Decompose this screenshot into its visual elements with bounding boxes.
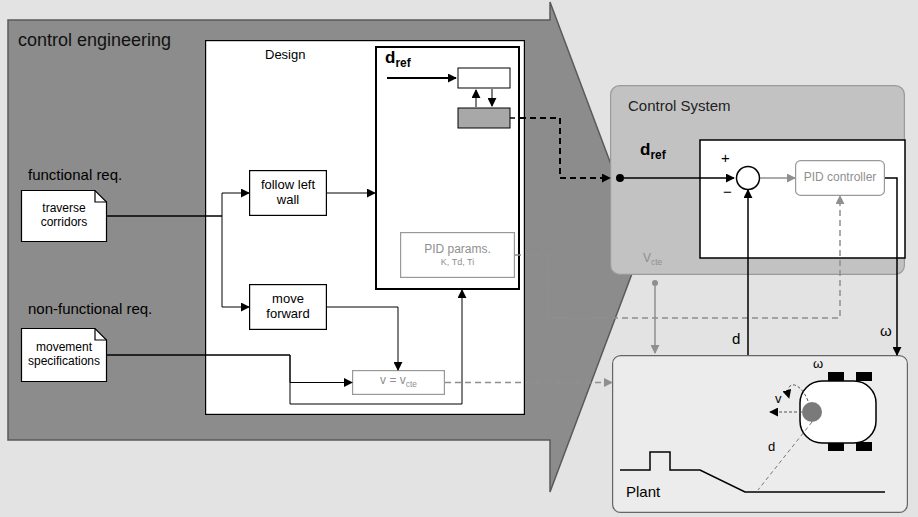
control-system-panel: +−PID controllerControl System: [610, 85, 905, 275]
wheel: [856, 372, 872, 381]
box-outline: [376, 47, 519, 289]
connector: [445, 382, 612, 384]
node-text: v = vcte: [380, 374, 417, 390]
node-text: PID controller: [804, 171, 877, 185]
wheel: [828, 372, 844, 381]
text-area: PID controller: [799, 164, 881, 192]
text-part: v = v: [380, 373, 406, 387]
connector: [327, 193, 375, 194]
summing-junction-shape: [736, 166, 760, 190]
node-text: Design: [265, 48, 305, 63]
speed-box: v = vcte: [352, 370, 445, 395]
rotation-label: ω: [813, 357, 823, 372]
box-outline: [613, 356, 908, 513]
subscript: ref: [650, 148, 665, 162]
controller-design-box: PID params.K, Td, Ti dref: [375, 46, 520, 290]
text-area: movement specifications: [25, 332, 103, 378]
speed-wire: [654, 286, 656, 353]
requirement-heading: functional req.: [28, 166, 122, 183]
connector: [760, 177, 795, 179]
document-fold: [95, 191, 107, 203]
summing-junction: +−: [736, 166, 760, 190]
distance-line: [758, 422, 812, 490]
node-text: traverse corridors: [25, 202, 103, 230]
transition-arrow: [492, 89, 493, 106]
node-text: dref: [385, 48, 411, 71]
document-fold: [95, 329, 107, 341]
box-outline: [353, 371, 445, 395]
velocity-arrow: [770, 412, 802, 413]
state-box: [458, 68, 510, 88]
node-text: Control System: [628, 97, 731, 114]
text-part: V: [643, 251, 651, 265]
requirement-document: traverse corridors: [21, 190, 107, 242]
connector: [747, 190, 749, 355]
node-text: control engineering: [18, 30, 171, 51]
engineering-band: follow left wall move forward PID params.K…: [0, 0, 650, 495]
controller-box: PID controller: [795, 160, 885, 196]
text-area: traverse corridors: [25, 194, 103, 238]
node-text: K, Td, Ti: [441, 257, 474, 267]
node-text: move forward: [253, 292, 323, 322]
box-outline: [796, 161, 885, 196]
signal-name: Vcte: [643, 252, 662, 268]
node-text: PID params.: [424, 243, 491, 257]
velocity-label: v: [775, 392, 782, 407]
document-outline: [22, 191, 107, 242]
design-box-shape: [205, 40, 525, 415]
input-dot: [616, 174, 624, 182]
box-outline: [401, 233, 515, 278]
requirement-document: movement specifications: [21, 328, 107, 382]
distance-label: d: [768, 440, 775, 455]
sensor-point: [802, 402, 822, 422]
input-dot: [652, 280, 658, 286]
document-outline: [22, 329, 107, 382]
node-text: follow left wall: [253, 178, 323, 208]
text-area: v = vcte: [356, 374, 441, 391]
transition-arrow: [476, 90, 477, 107]
subscript: cte: [406, 380, 417, 390]
box-outline: [611, 86, 905, 275]
subscript: ref: [395, 56, 410, 70]
text-part: d: [640, 140, 650, 159]
node-text: movement specifications: [25, 341, 103, 369]
requirement-heading: non-functional req.: [28, 300, 152, 317]
edge-label: d: [730, 330, 742, 347]
reference-arrow: [387, 77, 456, 79]
state-box: [458, 108, 510, 128]
behaviour-box: move forward: [249, 284, 327, 330]
text-area: PID params.K, Td, Ti: [404, 236, 511, 274]
reference-wire: [624, 177, 734, 179]
text-area: move forward: [253, 288, 323, 326]
design-box: follow left wall move forward PID params.K…: [205, 40, 525, 415]
junction-outline: [737, 167, 760, 190]
wall-profile: [620, 452, 885, 492]
band-outline: [8, 2, 642, 492]
text-area: follow left wall: [253, 174, 323, 212]
dashed-wire: [510, 117, 520, 119]
rotation-arrow: [788, 385, 808, 401]
robot-body: [800, 381, 876, 443]
robot-illustration: [620, 372, 885, 492]
behaviour-box: follow left wall: [249, 170, 327, 216]
node-text: −: [723, 183, 732, 200]
signal-name: dref: [640, 140, 666, 163]
box-outline: [250, 171, 327, 216]
node-text: +: [721, 149, 730, 166]
node-text: Plant: [626, 483, 660, 500]
engineering-band-shape: [0, 0, 650, 495]
edge-label: ω: [878, 322, 894, 339]
box-outline: [250, 285, 327, 330]
parameter-box: PID params.K, Td, Ti: [400, 232, 515, 278]
subscript: cte: [651, 257, 662, 267]
loop-frame: [700, 140, 905, 258]
text-part: d: [385, 48, 395, 67]
plant-box: Plant: [612, 355, 908, 513]
box-outline: [206, 41, 525, 415]
